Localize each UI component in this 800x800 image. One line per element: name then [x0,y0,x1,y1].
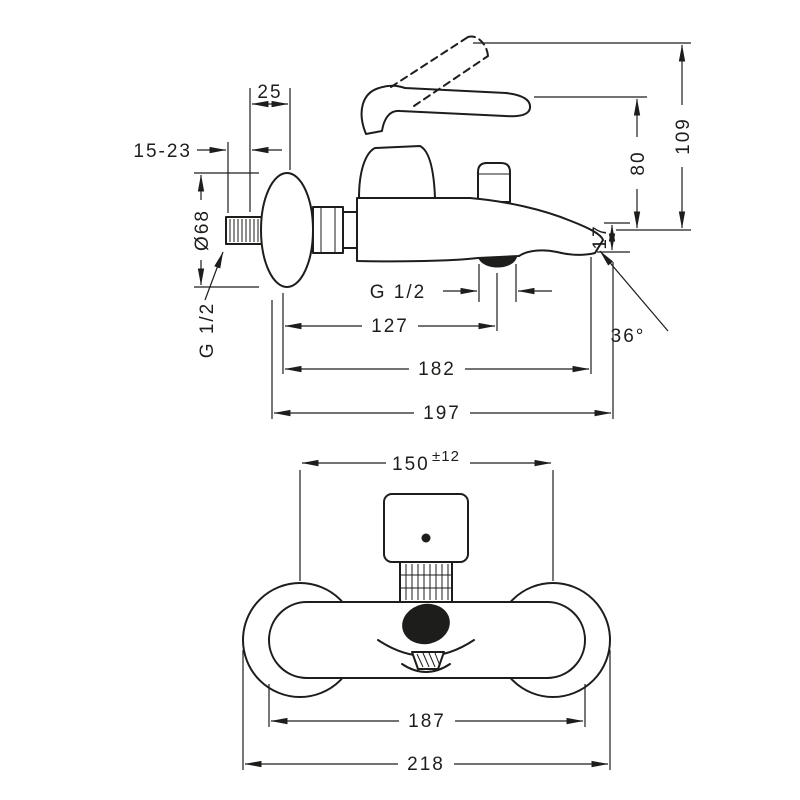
union-adapter [342,211,358,249]
dim-label-17: 17 [590,224,611,249]
handle-pin [421,533,431,543]
label-bg [398,754,454,773]
angle-leader [599,250,669,332]
handle-top-view [383,493,469,563]
escutcheon-flange [260,172,314,288]
dim-outlet-center-depth: 127 [282,273,498,374]
diverter-knob [477,162,511,203]
dim-total-width: 218 [242,650,611,775]
dim-label-80: 80 [628,150,649,175]
cartridge-cap [358,145,436,199]
aerator-outlet [402,603,450,645]
label-bg [191,200,211,260]
label-bg [386,449,470,472]
dim-total-depth: 197 [271,262,614,424]
cartridge-knurling [400,564,452,600]
dim-pipe-centers: 150 ±12 [299,448,554,581]
mixer-body-spout [356,197,604,263]
label-bg [409,359,465,378]
spout-underside-arc [401,663,451,673]
dim-label-inlet-thread: G 1/2 [197,302,218,358]
lever-handle-raised-dashed [390,35,489,107]
dim-label-outlet-thread: G 1/2 [370,282,426,303]
dim-label-15-23: 15-23 [133,141,192,162]
dim-label-tolerance: ±12 [432,448,460,465]
dim-spout-angle: 36° [599,250,669,347]
dim-label-187: 187 [408,711,446,732]
label-bg [399,711,455,730]
aerator-hatch [416,652,441,668]
label-bg [672,105,692,167]
lever-handle [360,84,532,135]
dim-label-d68: Ø68 [192,209,213,251]
union-nut [312,206,344,254]
dim-label-36deg: 36° [611,326,646,347]
dim-label-127: 127 [371,316,409,337]
leader-arrow [204,251,224,301]
union-nut-facets [320,207,336,253]
wall-nipple [225,216,263,245]
dim-flange-diameter: Ø68 [191,172,259,288]
label-bg [362,316,418,335]
dim-total-height: 109 [473,42,694,231]
label-bg [627,137,647,189]
dim-spout-tip-depth: 182 [284,257,592,380]
dim-label-182: 182 [418,359,456,380]
dim-label-218: 218 [407,754,445,775]
dim-outlet-thread: G 1/2 [370,264,552,303]
label-bg [414,403,470,422]
nipple-thread-hatch [229,219,259,242]
dim-wall-offset: 25 [249,82,291,212]
dim-handle-height: 80 [534,96,649,229]
dim-wall-adjust-range: 15-23 [133,141,282,213]
dim-label-197: 197 [423,403,461,424]
dim-spout-drop: 17 [590,222,630,253]
cartridge-housing [399,561,453,603]
spout-outlet [478,257,517,268]
dim-label-25: 25 [257,82,282,103]
front-view: 150 ±12 187 218 [242,448,611,775]
dim-inlet-thread: G 1/2 [197,251,224,358]
dim-label-150: 150 [392,454,430,475]
side-view: 25 15-23 Ø68 G 1/2 [133,35,694,424]
dim-label-109: 109 [673,117,694,155]
dim-body-width: 187 [268,684,586,732]
